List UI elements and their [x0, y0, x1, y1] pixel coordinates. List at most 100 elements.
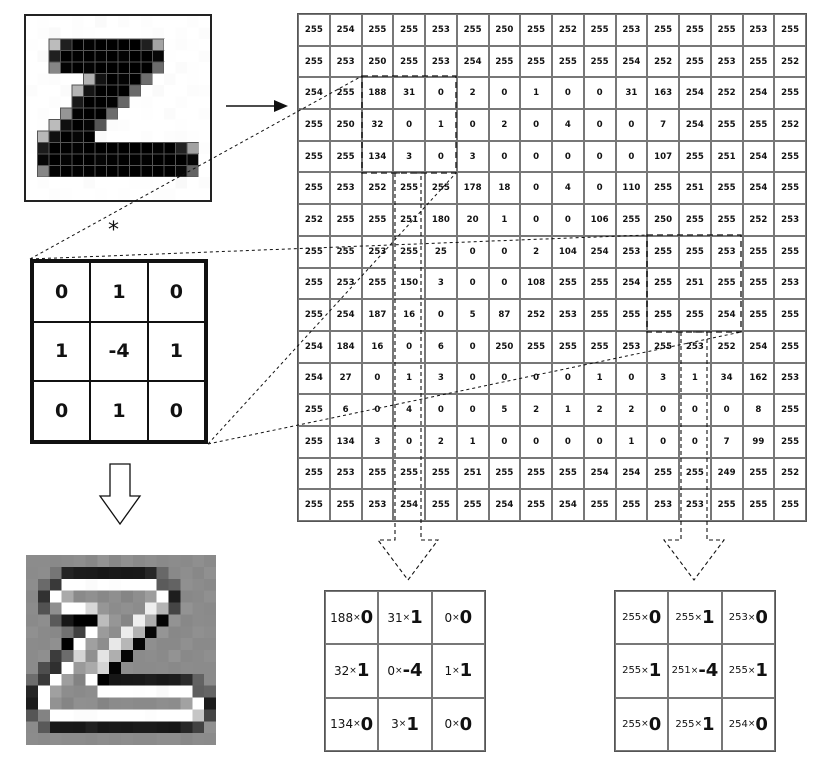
matrix-cell: 255	[393, 235, 425, 268]
matrix-cell: 255	[456, 14, 489, 46]
output-pixel	[144, 566, 157, 579]
output-pixel	[180, 578, 193, 591]
input-pixel	[141, 177, 153, 189]
output-pixel	[109, 602, 121, 615]
kernel-weight: 1	[648, 660, 662, 682]
output-pixel	[192, 555, 205, 567]
output-pixel	[49, 733, 62, 745]
input-pixel	[72, 27, 84, 39]
output-pixel	[49, 697, 62, 710]
input-pixel	[94, 96, 107, 109]
output-pixel	[37, 638, 50, 650]
input-pixel	[37, 96, 49, 108]
times-symbol: ×	[402, 612, 411, 623]
output-pixel	[37, 733, 50, 745]
input-pixel	[83, 61, 96, 74]
input-pixel	[187, 108, 199, 120]
output-pixel	[61, 602, 74, 615]
matrix-cell: 255	[393, 457, 425, 490]
output-pixel	[97, 638, 110, 650]
input-pixel	[71, 38, 84, 51]
output-pixel	[121, 650, 133, 662]
matrix-cell: 255	[361, 14, 394, 46]
output-pixel	[192, 661, 205, 674]
output-pixel	[85, 697, 98, 710]
input-pixel	[94, 50, 107, 63]
matrix-cell: 110	[615, 172, 648, 205]
input-pixel	[175, 142, 188, 155]
matrix-cell: 1	[425, 109, 457, 141]
input-pixel	[83, 119, 96, 132]
input-pixel	[71, 130, 84, 143]
kernel-cell: 0	[33, 381, 91, 441]
input-pixel	[26, 16, 38, 28]
input-pixel	[175, 16, 187, 28]
matrix-cell: 255	[774, 425, 806, 458]
output-pixel	[109, 578, 121, 591]
matrix-cell: 106	[583, 204, 616, 236]
output-pixel	[192, 638, 205, 650]
matrix-cell: 3	[425, 362, 457, 395]
matrix-cell: 255	[742, 299, 775, 331]
input-pixel	[187, 85, 199, 97]
input-pixel	[129, 142, 142, 155]
output-pixel	[26, 733, 38, 745]
output-pixel	[180, 673, 193, 686]
output-pixel	[37, 626, 50, 639]
matrix-cell: 252	[361, 172, 394, 205]
output-pixel	[121, 555, 133, 567]
matrix-cell: 254	[742, 172, 775, 205]
pixel-value: 188	[330, 610, 354, 625]
input-pixel	[175, 62, 187, 74]
output-pixel	[180, 650, 193, 662]
product-cell: 0×0	[431, 697, 485, 751]
output-pixel	[168, 566, 181, 579]
output-pixel	[121, 590, 133, 603]
output-pixel	[61, 721, 74, 734]
output-pixel	[132, 578, 145, 591]
input-pixel	[71, 61, 84, 74]
times-symbol: ×	[452, 665, 460, 676]
hollow-down-arrow-icon	[98, 463, 142, 526]
output-pixel	[85, 555, 98, 567]
product-cell: 254×0	[721, 697, 775, 751]
matrix-cell: 252	[298, 204, 330, 236]
matrix-cell: 34	[710, 362, 743, 395]
output-pixel	[73, 555, 86, 567]
matrix-cell: 0	[488, 267, 521, 300]
output-pixel	[156, 590, 169, 603]
output-pixel	[192, 614, 205, 627]
output-pixel	[49, 673, 62, 686]
output-pixel	[204, 614, 216, 627]
output-pixel	[121, 685, 133, 698]
matrix-cell: 5	[488, 394, 521, 426]
output-pixel	[26, 614, 38, 627]
matrix-cell: 3	[393, 140, 425, 173]
matrix-cell: 251	[679, 267, 711, 300]
input-pixel	[94, 38, 107, 51]
input-pixel	[49, 27, 61, 39]
output-pixel	[73, 721, 86, 734]
matrix-cell: 163	[647, 77, 679, 110]
pixel-value: 255	[728, 665, 748, 677]
input-image-pixels	[26, 16, 210, 200]
input-pixel	[71, 96, 84, 109]
product-cell: 253×0	[721, 591, 775, 645]
matrix-cell: 0	[456, 330, 489, 363]
output-pixel	[132, 555, 145, 567]
output-pixel	[180, 566, 193, 579]
matrix-cell: 3	[361, 425, 394, 458]
input-pixel	[106, 61, 119, 74]
output-pixel	[97, 626, 110, 639]
output-pixel	[156, 650, 169, 662]
input-pixel	[129, 177, 141, 189]
output-pixel	[97, 566, 110, 579]
output-pixel	[85, 626, 98, 639]
input-pixel	[141, 188, 153, 200]
output-pixel	[192, 697, 205, 710]
input-pixel	[95, 177, 107, 189]
matrix-cell: 255	[679, 14, 711, 46]
matrix-cell: 255	[774, 330, 806, 363]
input-pixel	[187, 27, 199, 39]
output-pixel	[180, 721, 193, 734]
